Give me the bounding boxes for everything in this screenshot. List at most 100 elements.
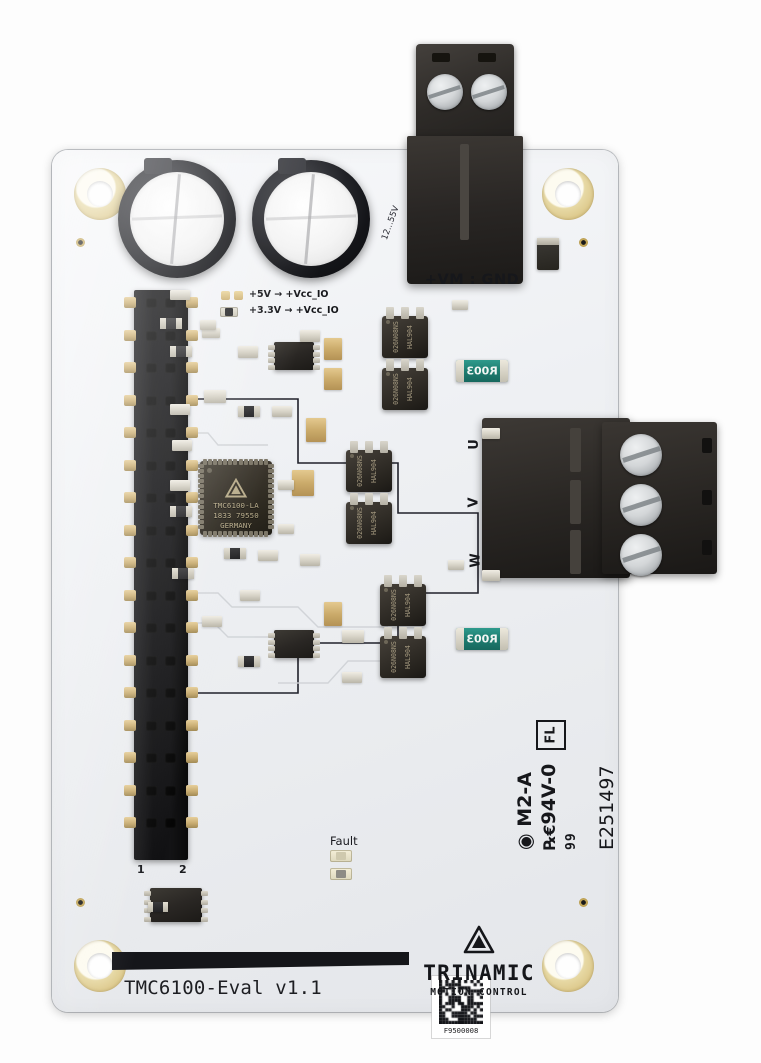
motor-terminal-block[interactable] bbox=[482, 418, 717, 578]
smd-resistor bbox=[258, 550, 278, 561]
soic-lead bbox=[268, 639, 275, 645]
header-solder-pad bbox=[186, 362, 198, 373]
header-pin[interactable] bbox=[146, 655, 157, 666]
header-solder-pad bbox=[124, 394, 136, 406]
terminal-screw-v[interactable] bbox=[620, 484, 662, 526]
header-pin[interactable] bbox=[165, 818, 176, 828]
soic-lead bbox=[268, 345, 275, 350]
jumper-pad-5v-a[interactable] bbox=[221, 291, 230, 300]
voltage-rating-label: 12...55V bbox=[380, 204, 402, 242]
header-pin[interactable] bbox=[165, 623, 176, 633]
qfn-lead bbox=[258, 459, 263, 465]
terminal-screw-u[interactable] bbox=[620, 434, 662, 476]
mosfet-pad bbox=[350, 441, 358, 453]
header-pin[interactable] bbox=[146, 818, 157, 828]
qfn-lead bbox=[268, 524, 274, 529]
jumper-pad-5v-b[interactable] bbox=[234, 291, 243, 300]
smd-capacitor bbox=[324, 368, 342, 390]
header-pin[interactable] bbox=[146, 525, 157, 536]
header-pin[interactable] bbox=[146, 460, 157, 471]
header-pin[interactable] bbox=[165, 688, 176, 698]
header-pin[interactable] bbox=[165, 493, 176, 503]
mounting-hole-bottom-right bbox=[542, 940, 594, 992]
header-pin[interactable] bbox=[146, 688, 157, 698]
mosfet-w-high: 026N08NS HAL904 bbox=[380, 575, 426, 626]
header-pin[interactable] bbox=[165, 785, 176, 796]
qfn-lead bbox=[268, 504, 274, 509]
smd-resistor bbox=[278, 524, 294, 534]
header-pin[interactable] bbox=[165, 525, 176, 536]
header-pin[interactable] bbox=[146, 330, 157, 341]
terminal-screw-w[interactable] bbox=[620, 534, 662, 576]
smd-resistor bbox=[170, 480, 190, 491]
header-solder-pad bbox=[186, 654, 198, 666]
header-pin[interactable] bbox=[146, 590, 157, 601]
header-pin[interactable] bbox=[165, 428, 176, 438]
pin-number-1: 1 bbox=[137, 863, 145, 876]
terminal-screw-gnd[interactable] bbox=[471, 74, 507, 110]
header-pin[interactable] bbox=[146, 720, 157, 731]
shunt-resistor-2: R003 bbox=[456, 628, 508, 650]
header-pin[interactable] bbox=[165, 558, 176, 568]
soic-lead bbox=[313, 345, 320, 350]
header-pin[interactable] bbox=[146, 428, 157, 438]
smd-resistor bbox=[238, 406, 260, 417]
fl-box-mark: FL bbox=[536, 720, 566, 750]
header-solder-pad bbox=[124, 524, 136, 536]
qfn-lead bbox=[198, 464, 204, 468]
jumper-shunt-3v3[interactable] bbox=[220, 307, 238, 317]
mosfet-pad bbox=[401, 307, 409, 319]
mosfet-pad bbox=[384, 575, 392, 587]
soic-lead bbox=[268, 646, 275, 652]
qfn-lead bbox=[228, 459, 233, 465]
header-pin[interactable] bbox=[146, 785, 157, 796]
mosfet-pad bbox=[414, 627, 422, 639]
header-solder-pad bbox=[186, 589, 198, 601]
power-terminal-block[interactable] bbox=[407, 44, 523, 284]
header-solder-pad bbox=[186, 557, 198, 568]
header-pin[interactable] bbox=[165, 655, 176, 666]
qfn-lead bbox=[223, 459, 228, 465]
soic-lead bbox=[268, 358, 275, 364]
smd-resistor bbox=[172, 440, 192, 451]
header-pin[interactable] bbox=[146, 558, 157, 568]
terminal-block-body bbox=[407, 136, 523, 284]
header-pin[interactable] bbox=[165, 753, 176, 763]
header-pin[interactable] bbox=[165, 590, 176, 601]
via bbox=[76, 238, 85, 247]
smd-resistor bbox=[202, 328, 220, 338]
header-pin[interactable] bbox=[165, 298, 176, 308]
mosfet-pad bbox=[416, 307, 424, 319]
smd-pad bbox=[482, 428, 500, 439]
header-pin[interactable] bbox=[165, 460, 176, 471]
mosfet-v-low: 026N08NS HAL904 bbox=[346, 493, 392, 544]
qfn-lead bbox=[253, 459, 258, 465]
motor-terminal-screw-housing bbox=[602, 422, 717, 576]
soic-lead bbox=[201, 899, 208, 905]
header-pin[interactable] bbox=[165, 720, 176, 731]
mounting-hole-top-right bbox=[542, 168, 594, 220]
header-pin[interactable] bbox=[165, 363, 176, 373]
ic-marking-line3: GERMANY bbox=[220, 521, 252, 530]
gate-driver-soic-bottom bbox=[268, 630, 320, 658]
header-solder-pad bbox=[124, 589, 136, 601]
header-pin[interactable] bbox=[146, 298, 157, 308]
qfn-lead bbox=[243, 459, 248, 465]
terminal-block-top bbox=[416, 44, 514, 154]
header-pin[interactable] bbox=[146, 395, 157, 406]
header-pin[interactable] bbox=[146, 363, 157, 373]
phase-label-u: U bbox=[466, 439, 482, 450]
header-pin[interactable] bbox=[146, 493, 157, 503]
mosfet-pad bbox=[399, 575, 407, 587]
header-pin[interactable] bbox=[146, 623, 157, 633]
soic-lead bbox=[268, 351, 275, 357]
header-pin[interactable] bbox=[165, 395, 176, 406]
qfn-lead bbox=[213, 459, 218, 465]
expansion-pin-header[interactable] bbox=[124, 290, 198, 860]
header-pin[interactable] bbox=[146, 753, 157, 763]
board-name-label: TMC6100-Eval v1.1 bbox=[124, 977, 322, 999]
header-solder-pad bbox=[186, 394, 198, 406]
smd-capacitor bbox=[238, 346, 258, 358]
header-pin[interactable] bbox=[165, 330, 176, 341]
terminal-screw-vm[interactable] bbox=[427, 74, 463, 110]
